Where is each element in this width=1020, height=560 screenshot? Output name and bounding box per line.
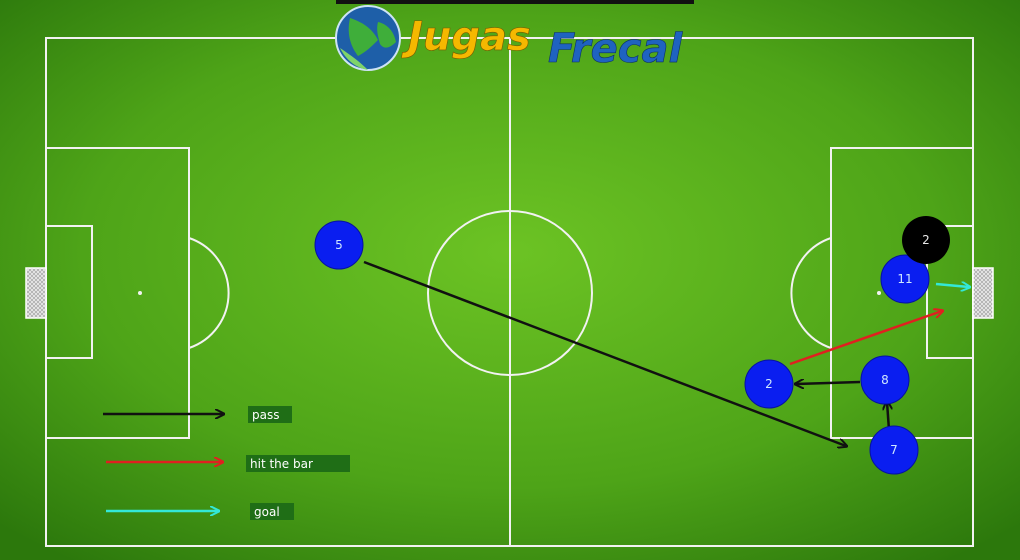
logo-word-1: Jugas bbox=[401, 14, 531, 60]
player-number: 11 bbox=[897, 272, 912, 286]
play-arrows bbox=[363, 260, 969, 446]
player-number: 8 bbox=[881, 373, 889, 387]
legend-item-hit-the-bar: hit the bar bbox=[106, 455, 350, 472]
legend-item-goal: goal bbox=[106, 503, 294, 520]
globe-icon bbox=[335, 5, 401, 71]
pass-arrow-7-to-8 bbox=[887, 402, 889, 431]
pass-arrow-8-to-2 bbox=[796, 382, 861, 384]
logo-top-bar bbox=[336, 0, 694, 4]
player-number: 7 bbox=[890, 443, 898, 457]
left-penalty-spot bbox=[138, 291, 142, 295]
player-number: 2 bbox=[922, 233, 930, 247]
right-penalty-arc bbox=[790, 237, 832, 349]
legend-label: goal bbox=[254, 505, 280, 519]
player-marker: 8 bbox=[860, 355, 910, 405]
goal-arrow bbox=[935, 284, 969, 287]
legend-label: pass bbox=[252, 408, 279, 422]
left-goal-net bbox=[25, 267, 47, 319]
legend-label: hit the bar bbox=[250, 457, 313, 471]
right-goal-net bbox=[972, 267, 994, 319]
site-logo: Jugas Frecal bbox=[335, 0, 694, 72]
hit-the-bar-arrow bbox=[789, 311, 942, 366]
legend-label-bg bbox=[250, 503, 294, 520]
player-marker: 11 bbox=[880, 254, 930, 304]
logo-word-2: Frecal bbox=[548, 26, 683, 72]
player-marker: 2 bbox=[744, 359, 794, 409]
player-marker: 7 bbox=[869, 425, 919, 475]
legend: pass hit the bar goal bbox=[103, 406, 350, 520]
legend-label-bg bbox=[246, 455, 350, 472]
pass-arrow-5-to-7 bbox=[363, 260, 846, 446]
opponent-marker: 2 bbox=[902, 216, 950, 264]
right-penalty-spot bbox=[877, 291, 881, 295]
player-marker: 5 bbox=[314, 220, 364, 270]
left-penalty-arc bbox=[188, 237, 230, 349]
legend-label-bg bbox=[248, 406, 292, 423]
player-number: 5 bbox=[335, 238, 343, 252]
legend-item-pass: pass bbox=[103, 406, 292, 423]
player-number: 2 bbox=[765, 377, 773, 391]
centre-circle bbox=[427, 210, 593, 376]
